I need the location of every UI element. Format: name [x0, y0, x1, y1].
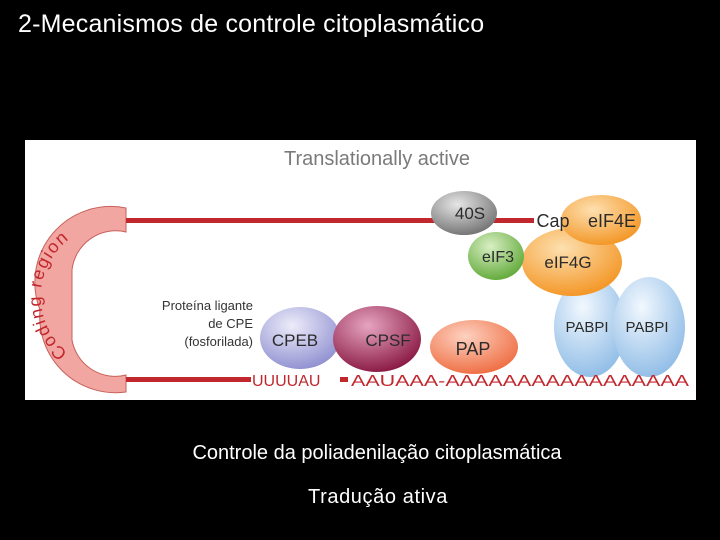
eif4e-protein: [561, 195, 641, 245]
diagram-canvas: Translationally active Coding region Pro…: [25, 148, 689, 394]
eif3-label: eIF3: [482, 249, 514, 266]
ribosome-40s-subunit: [431, 191, 497, 235]
eif4g-protein: [522, 228, 622, 296]
cpe-binding-protein-annotation-line-3: (fosforilada): [184, 334, 253, 349]
eif4g-label: eIF4G: [544, 253, 591, 272]
eif3-protein: [468, 232, 524, 280]
polyadenylation-signal-and-tail: AAUAAA-AAAAAAAAAAAAAAAAA: [351, 373, 689, 390]
slide-title: 2-Mecanismos de controle citoplasmático: [18, 10, 485, 38]
pabp-protein-1: [554, 277, 626, 377]
eif4e-label: eIF4E: [588, 211, 636, 231]
cpsf-label: CPSF: [365, 331, 410, 350]
cpeb-label: CPEB: [272, 331, 318, 350]
mrna-diagram-figure: Translationally active Coding region Pro…: [25, 140, 696, 400]
pabp-2-label: PABPI: [625, 319, 668, 336]
pabp-protein-2: [613, 277, 685, 377]
rna-strand-bottom: [126, 377, 251, 382]
coding-region-arc: [34, 205, 127, 394]
cap-label: Cap: [536, 211, 569, 231]
pabp-1-label: PABPI: [565, 319, 608, 336]
diagram-heading: Translationally active: [284, 148, 470, 170]
cpe-binding-protein-annotation-line-2: de CPE: [208, 316, 253, 331]
caption-sub: Tradução ativa: [308, 486, 448, 508]
rna-strand-top: [126, 218, 534, 223]
cpsf-protein: [333, 306, 421, 372]
caption-main: Controle da poliadenilação citoplasmátic…: [192, 442, 562, 464]
ribosome-40s-label: 40S: [455, 204, 485, 223]
cpeb-protein: [260, 307, 340, 369]
cpe-binding-protein-annotation-line-1: Proteína ligante: [162, 298, 253, 313]
rna-strand-gap: [340, 377, 348, 382]
pap-protein: [430, 320, 518, 374]
cpe-sequence: UUUUAU: [252, 373, 320, 390]
pap-label: PAP: [456, 339, 491, 359]
